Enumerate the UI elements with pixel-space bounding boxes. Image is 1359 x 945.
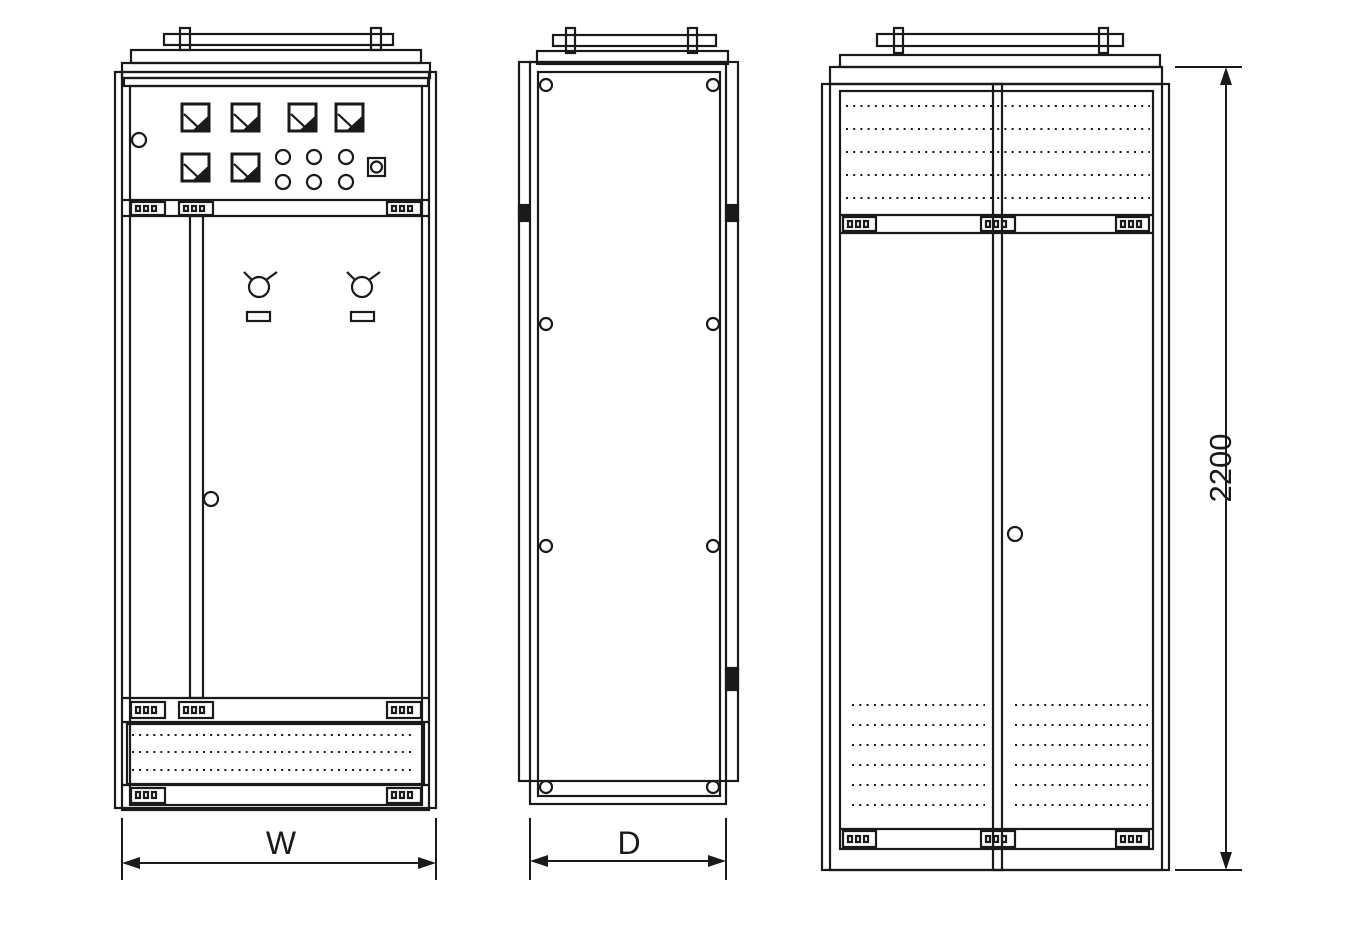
terminal-block: [177, 200, 215, 217]
terminal-block: [385, 700, 423, 720]
meter-icon: [180, 152, 211, 183]
meter-icon: [334, 102, 365, 133]
height-label: 2200: [1203, 434, 1238, 503]
front-view: [113, 26, 438, 880]
vent-slots: [132, 734, 414, 771]
height-dimension: [1175, 66, 1242, 871]
meter-icon: [287, 102, 318, 133]
width-dimension: [121, 818, 437, 880]
terminal-block: [129, 200, 167, 217]
terminal-block: [979, 829, 1017, 849]
terminal-block: [129, 700, 167, 720]
depth-label: D: [617, 825, 640, 861]
meter-icon: [180, 102, 211, 133]
lamp-icon: [243, 271, 278, 323]
vent-slots: [846, 105, 1150, 199]
terminal-block: [1114, 829, 1151, 849]
terminal-block: [979, 215, 1017, 233]
rear-view: [820, 26, 1242, 872]
side-view: [517, 26, 740, 880]
terminal-block: [385, 786, 423, 805]
terminal-block: [385, 200, 423, 217]
terminal-block: [129, 786, 167, 805]
terminal-block: [841, 829, 878, 849]
width-label: W: [266, 825, 297, 861]
lamp-icon: [346, 271, 381, 323]
indicator-lamps: [274, 148, 387, 191]
meter-icon: [230, 102, 261, 133]
depth-dimension: [529, 818, 727, 880]
bolt-holes: [538, 77, 721, 795]
vent-slots: [852, 704, 1148, 806]
meter-icon: [230, 152, 261, 183]
terminal-block: [177, 700, 215, 720]
terminal-block: [1114, 215, 1151, 233]
terminal-block: [841, 215, 878, 233]
